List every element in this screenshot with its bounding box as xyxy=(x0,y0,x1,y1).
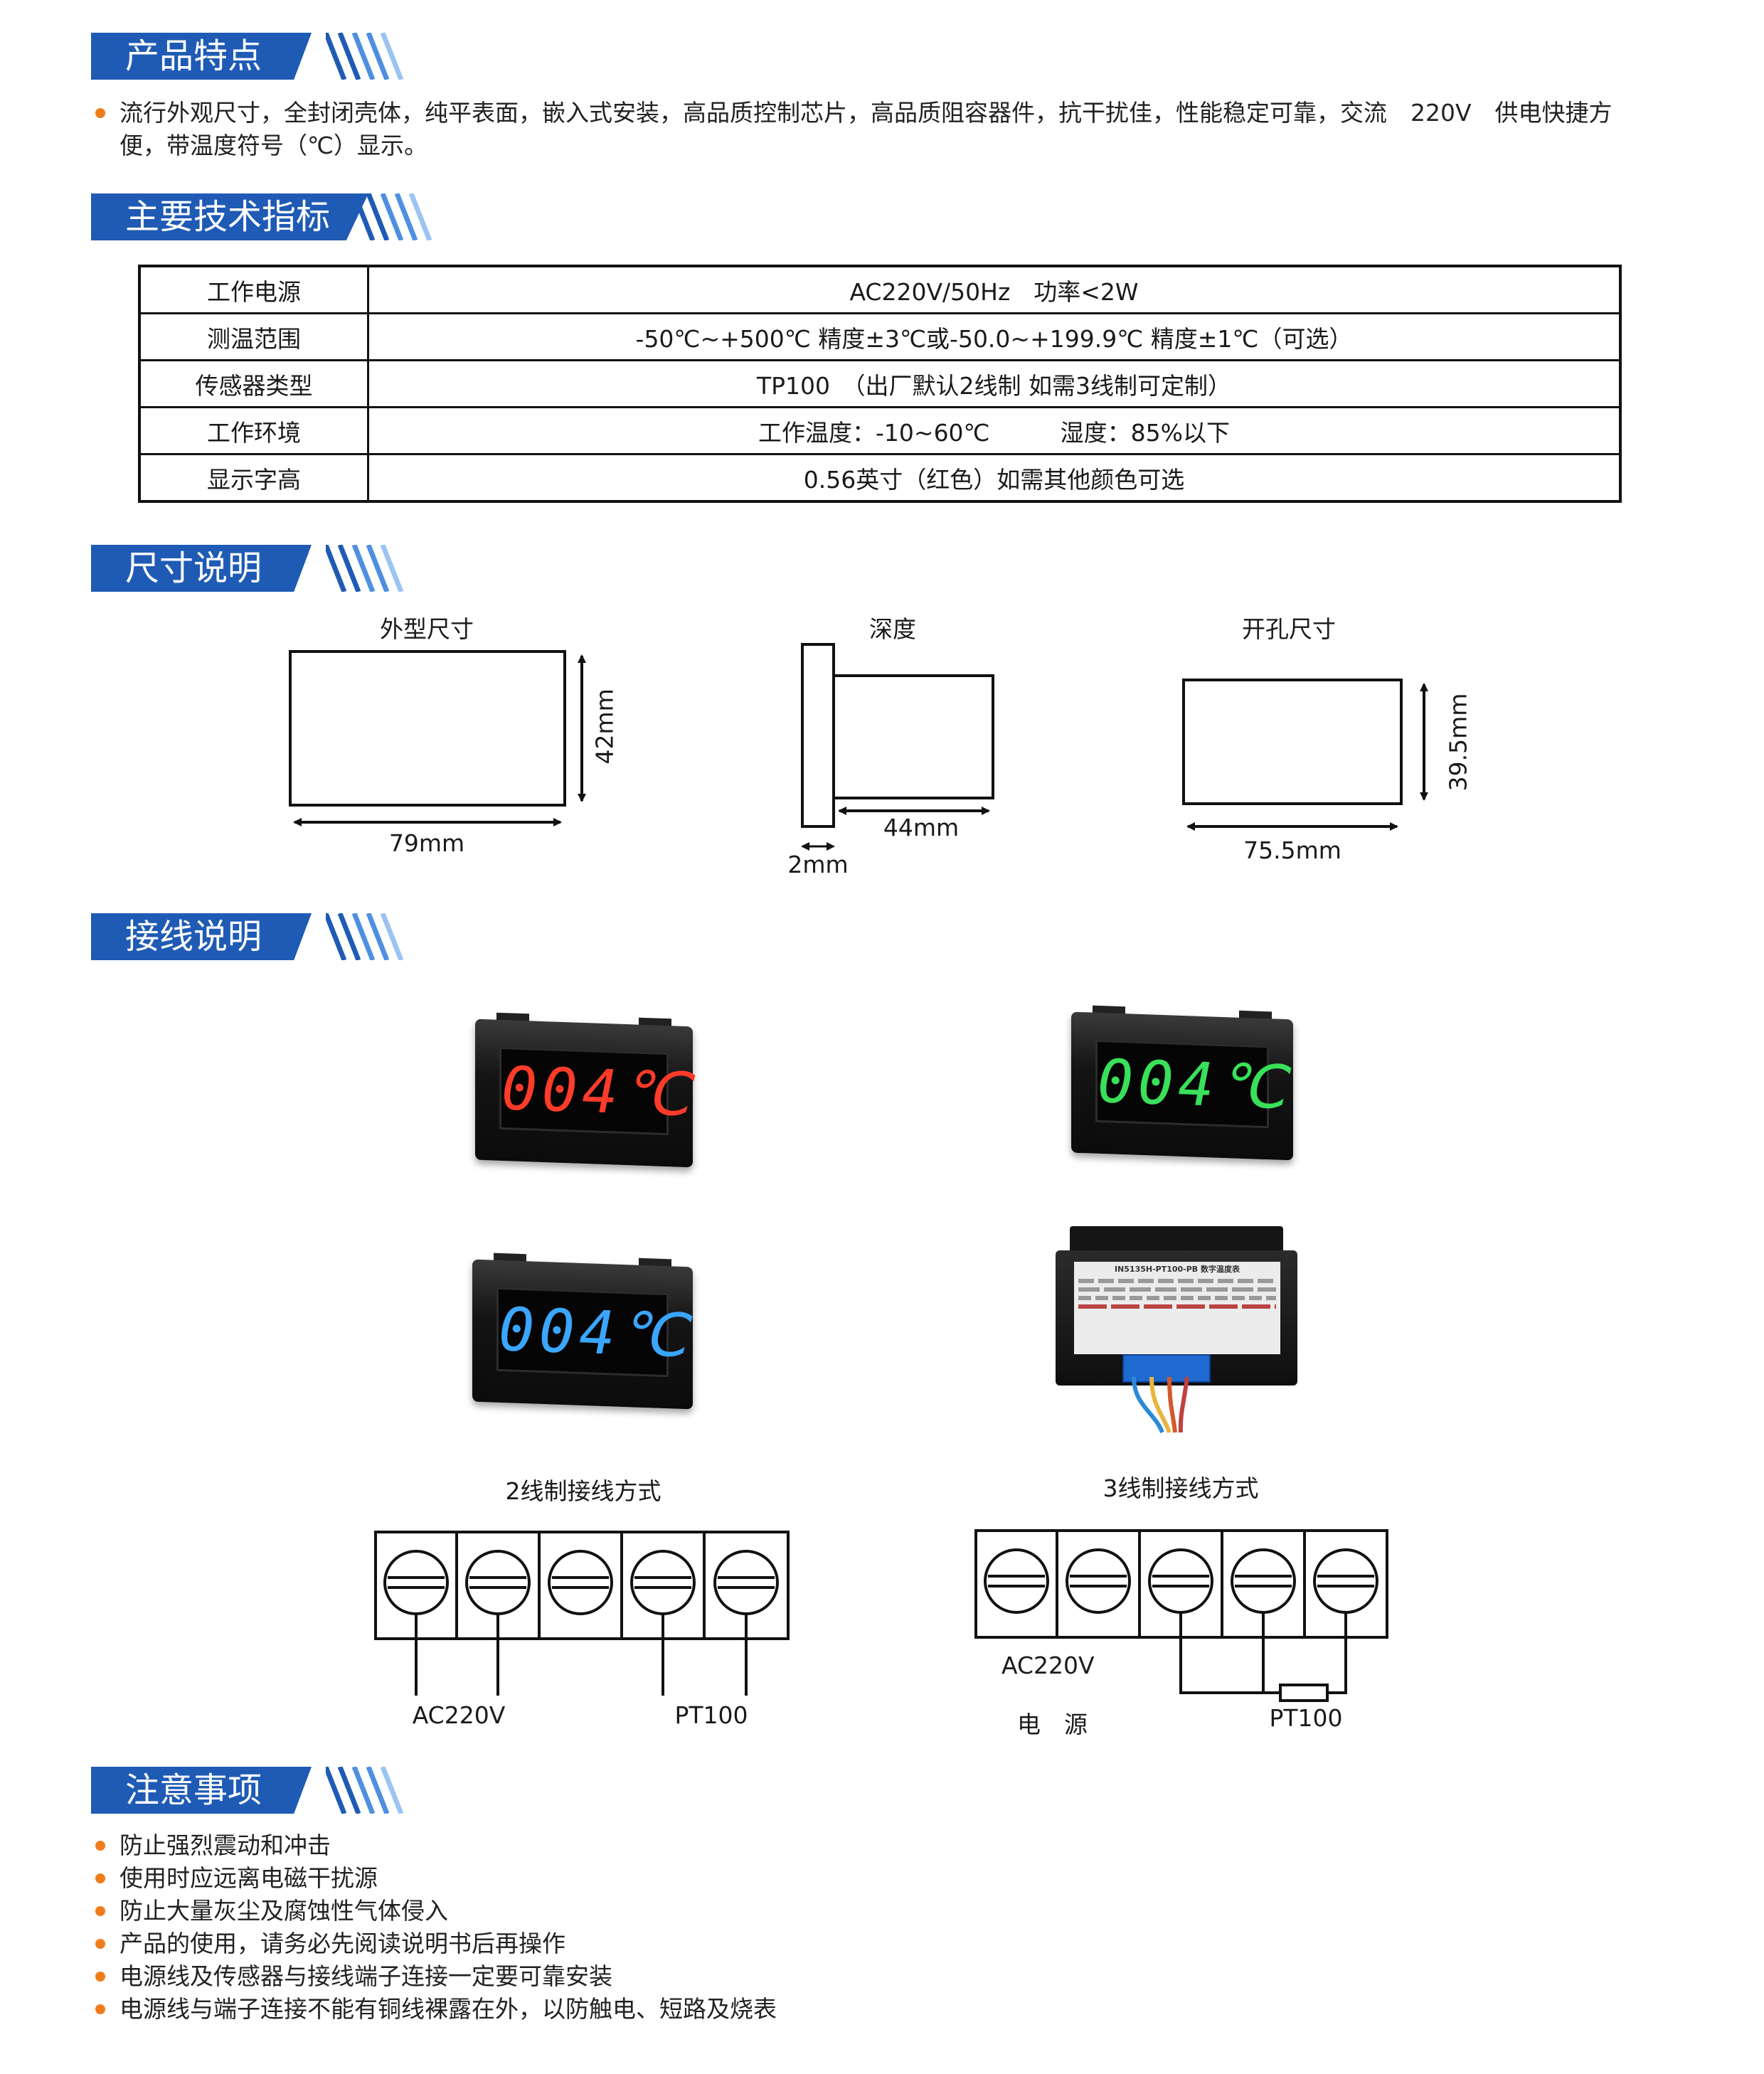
spec-table: 工作电源 AC220V/50Hz 功率<2W 测温范围 -50℃~+500℃ 精… xyxy=(138,265,1622,503)
stripes-decoration-icon xyxy=(326,913,404,960)
spec-key: 工作环境 xyxy=(138,406,369,455)
spec-value: -50℃~+500℃ 精度±3℃或-50.0~+199.9℃ 精度±1℃（可选） xyxy=(367,312,1622,361)
device-photo-back: IN5135H-PT100-PB 数字温度表 xyxy=(1056,1226,1297,1434)
three-wire-sensor-label: PT100 xyxy=(1269,1704,1343,1732)
section-title: 尺寸说明 xyxy=(125,548,262,588)
depth-body-rect xyxy=(832,674,994,799)
section-title: 注意事项 xyxy=(125,1770,262,1810)
note-item: 电源线及传感器与接线端子连接一定要可靠安装 xyxy=(95,1960,1656,1993)
cutout-rect xyxy=(1182,679,1403,805)
table-row: 测温范围 -50℃~+500℃ 精度±3℃或-50.0~+199.9℃ 精度±1… xyxy=(138,312,1622,361)
three-wire-terminal-block xyxy=(974,1529,1388,1702)
spec-key: 测温范围 xyxy=(138,312,369,361)
terminal-block-icon xyxy=(1122,1354,1211,1383)
three-wire-title: 3线制接线方式 xyxy=(1102,1474,1259,1502)
feature-line-1: 流行外观尺寸，全封闭壳体，纯平表面，嵌入式安装，高品质控制芯片，高品质阻容器件，… xyxy=(119,99,1612,127)
two-wire-sensor-label: PT100 xyxy=(674,1701,748,1729)
bullet-icon xyxy=(95,1972,105,1982)
three-wire-power-sub-label: 电 源 xyxy=(1017,1711,1088,1738)
wire-bundle-icon xyxy=(1132,1377,1189,1434)
note-item: 防止大量灰尘及腐蚀性气体侵入 xyxy=(95,1895,1656,1927)
cutout-title: 开孔尺寸 xyxy=(1242,615,1336,643)
spec-value: TP100 （出厂默认2线制 如需3线制可定制） xyxy=(367,359,1622,408)
display-digits-red: 004℃ xyxy=(501,1053,694,1130)
spec-key: 传感器类型 xyxy=(138,359,369,408)
note-item: 电源线与端子连接不能有铜线裸露在外，以防触电、短路及烧表 xyxy=(95,1993,1656,2026)
note-item: 产品的使用，请务必先阅读说明书后再操作 xyxy=(95,1927,1656,1960)
feature-line-2: 便，带温度符号（℃）显示。 xyxy=(119,132,428,159)
device-photo-green: 004℃ xyxy=(1071,1005,1293,1161)
bullet-icon xyxy=(95,1873,105,1883)
table-row: 显示字高 0.56英寸（红色）如需其他颜色可选 xyxy=(138,453,1622,503)
spec-key: 工作电源 xyxy=(138,265,369,314)
wiring-diagrams xyxy=(374,1529,1388,1702)
note-item: 防止强烈震动和冲击 xyxy=(95,1829,1656,1862)
bullet-icon xyxy=(95,108,105,118)
two-wire-title: 2线制接线方式 xyxy=(505,1477,662,1505)
three-wire-power-label: AC220V xyxy=(1001,1652,1095,1679)
cutout-width-label: 75.5mm xyxy=(1243,836,1341,864)
bullet-icon xyxy=(95,1841,105,1851)
table-row: 工作电源 AC220V/50Hz 功率<2W xyxy=(138,265,1622,314)
two-wire-power-label: AC220V xyxy=(412,1701,506,1729)
depth-panel-label: 2mm xyxy=(787,851,849,878)
device-photo-blue: 004℃ xyxy=(472,1253,693,1410)
bullet-icon xyxy=(95,2004,105,2014)
section-title: 主要技术指标 xyxy=(125,197,331,237)
dimension-drawings xyxy=(289,643,1428,851)
stripes-decoration-icon xyxy=(326,33,404,80)
display-digits-green: 004℃ xyxy=(1098,1046,1290,1123)
stripes-decoration-icon xyxy=(326,1767,404,1814)
spec-key: 显示字高 xyxy=(138,453,369,503)
device-label-sticker: IN5135H-PT100-PB 数字温度表 xyxy=(1074,1262,1280,1354)
display-digits-blue: 004℃ xyxy=(499,1294,691,1371)
outline-width-label: 79mm xyxy=(388,829,465,857)
depth-title: 深度 xyxy=(869,615,916,643)
depth-panel-rect xyxy=(801,643,835,828)
two-wire-terminal-block xyxy=(374,1531,790,1696)
depth-value-label: 44mm xyxy=(883,814,960,841)
stripes-decoration-icon xyxy=(354,193,432,240)
cutout-height-label: 39.5mm xyxy=(1444,693,1472,792)
table-row: 传感器类型 TP100 （出厂默认2线制 如需3线制可定制） xyxy=(138,359,1622,408)
section-title: 接线说明 xyxy=(125,917,262,957)
note-item: 使用时应远离电磁干扰源 xyxy=(95,1862,1656,1895)
outline-height-label: 42mm xyxy=(590,688,619,765)
outline-title: 外型尺寸 xyxy=(380,615,474,643)
bullet-icon xyxy=(95,1906,105,1916)
bullet-icon xyxy=(95,1939,105,1949)
table-row: 工作环境 工作温度：-10~60℃ 湿度：85%以下 xyxy=(138,406,1622,455)
spec-value: 0.56英寸（红色）如需其他颜色可选 xyxy=(367,453,1622,503)
section-title: 产品特点 xyxy=(125,36,262,76)
outline-rect xyxy=(289,650,566,807)
stripes-decoration-icon xyxy=(326,545,404,592)
spec-value: 工作温度：-10~60℃ 湿度：85%以下 xyxy=(367,406,1622,455)
device-label-title: IN5135H-PT100-PB 数字温度表 xyxy=(1114,1265,1240,1274)
feature-paragraph: 流行外观尺寸，全封闭壳体，纯平表面，嵌入式安装，高品质控制芯片，高品质阻容器件，… xyxy=(95,97,1656,162)
device-photo-red: 004℃ xyxy=(475,1012,694,1168)
spec-value: AC220V/50Hz 功率<2W xyxy=(367,265,1622,314)
